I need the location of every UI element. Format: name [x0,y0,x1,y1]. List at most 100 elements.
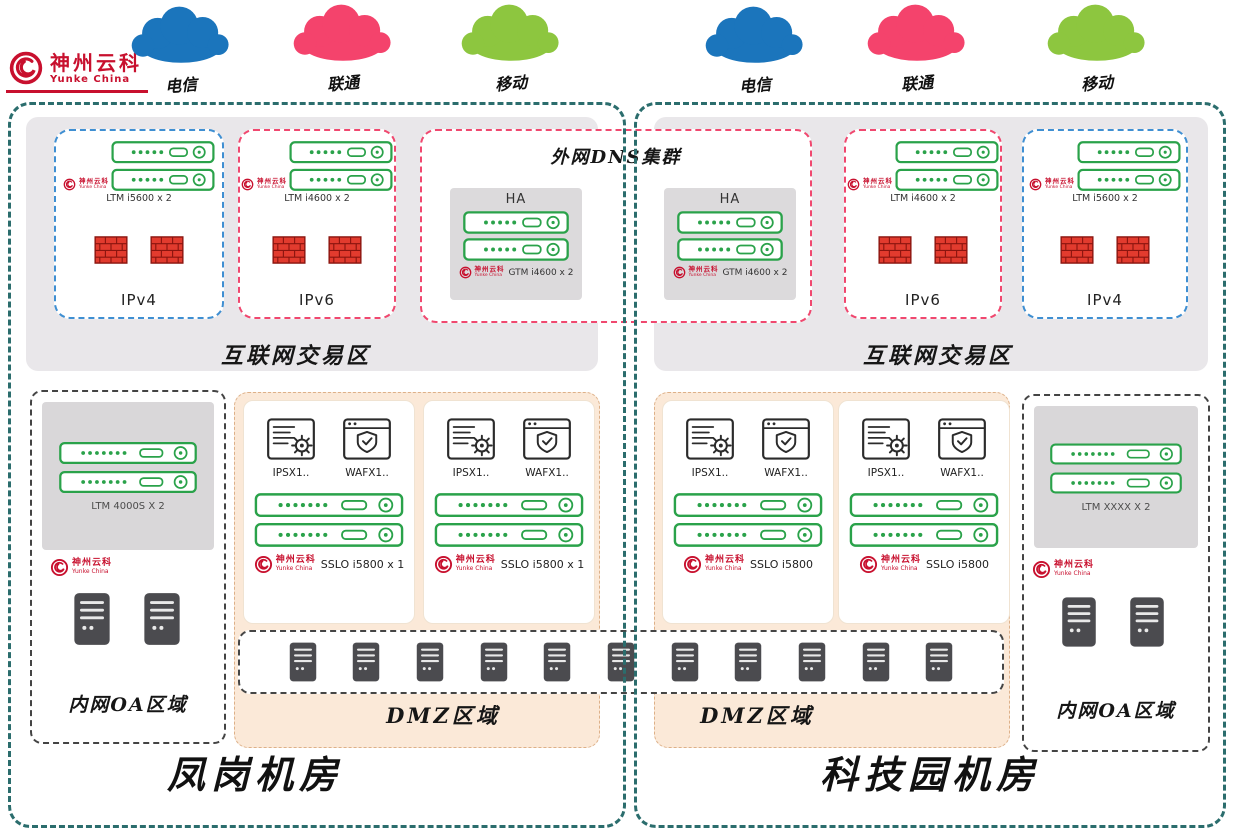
ltm-device-icon [1077,141,1181,191]
brand-name: 神州云科 [275,555,316,566]
waf-label: WAFX1.. [345,467,389,479]
firewall-icon [878,236,912,264]
yunke-logo-icon [1029,178,1042,191]
isp-cloud-telecom-right: 电信 [696,4,814,96]
ip-version-label: IPv4 [121,291,157,309]
brand-subname: Yunke China [881,565,918,573]
isp-label: 移动 [494,72,528,95]
ltm-device-icon [895,141,999,191]
gtm-device-icon [677,238,783,261]
brand-subname: Yunke China [1045,184,1073,190]
datacenter-name-right: 科技园机房 [819,752,1040,797]
firewall-row [272,236,362,264]
sslo-device-icon [846,493,1002,547]
ha-label: HA [719,192,741,207]
yunke-logo-icon [50,558,69,577]
ips-icon [266,417,316,461]
brand-name: 神州云科 [688,265,719,274]
brand-subname: Yunke China [50,73,131,85]
ip-version-label: IPv4 [1087,291,1123,309]
yunke-logo-icon [859,555,878,574]
cloud-icon [1038,2,1156,66]
gtm-device-icon [463,211,569,234]
brand-subname: Yunke China [705,565,742,573]
brand-logo: 神州云科 Yunke China [6,50,148,93]
firewall-icon [150,236,184,264]
brand-subname: Yunke China [688,272,716,278]
yunke-logo-icon [673,266,686,279]
sslo-device-icon [251,493,407,547]
isp-label: 移动 [1080,72,1114,95]
sslo-device-label: SSLO i5800 [926,558,989,571]
yunke-logo-icon [8,50,44,86]
gtm-device-icon [677,211,783,234]
cloud-icon [284,2,402,66]
ips-icon [861,417,911,461]
firewall-row [94,236,184,264]
waf-item: WAFX1.. [342,417,392,479]
brand-subname: Yunke China [72,568,109,576]
security-icons-row: IPSX1.. WAFX1.. [266,417,392,479]
ltm-device-icon [289,141,393,191]
server-icon [606,640,636,684]
ltm-device-icon [1050,442,1182,466]
ltm-device-icon [1050,471,1182,495]
waf-item: WAFX1.. [937,417,987,479]
sslo-device-label: SSLO i5800 [750,558,813,571]
server-icon [479,640,509,684]
isp-cloud-unicom-left: 联通 [284,2,402,94]
device-model-label: LTM 4000S X 2 [91,500,165,512]
ip-version-label: IPv6 [299,291,335,309]
firewall-icon [1060,236,1094,264]
internet-zone-title-left: 互联网交易区 [220,343,371,369]
server-icon [142,590,182,648]
waf-icon [937,417,987,461]
oa-zone-title-left: 内网OA区域 [68,694,188,716]
brand-name: 神州云科 [50,50,142,75]
brand-name: 神州云科 [1045,177,1075,186]
ips-icon [446,417,496,461]
yunke-logo-icon [683,555,702,574]
server-icon [1060,594,1098,650]
firewall-icon [934,236,968,264]
ltm-device-icon [59,470,197,494]
ip-version-label: IPv6 [905,291,941,309]
brand-subname: Yunke China [275,565,313,573]
waf-item: WAFX1.. [522,417,572,479]
firewall-row [1060,236,1150,264]
server-icon [351,640,381,684]
brand-name: 神州云科 [79,177,109,186]
dns-cluster-title: 外网DNS集群 [550,147,682,168]
server-icon [670,640,700,684]
isp-label: 电信 [164,74,198,97]
ha-label: HA [505,192,527,207]
ltm-device-icon [111,141,215,191]
waf-icon [342,417,392,461]
device-model-label: LTM i5600 x 2 [106,193,172,204]
waf-icon [761,417,811,461]
device-model-label: LTM i4600 x 2 [284,193,350,204]
ips-label: IPSX1.. [452,467,490,479]
waf-label: WAFX1.. [525,467,569,479]
brand-subname: Yunke China [455,565,493,573]
server-icon [797,640,827,684]
